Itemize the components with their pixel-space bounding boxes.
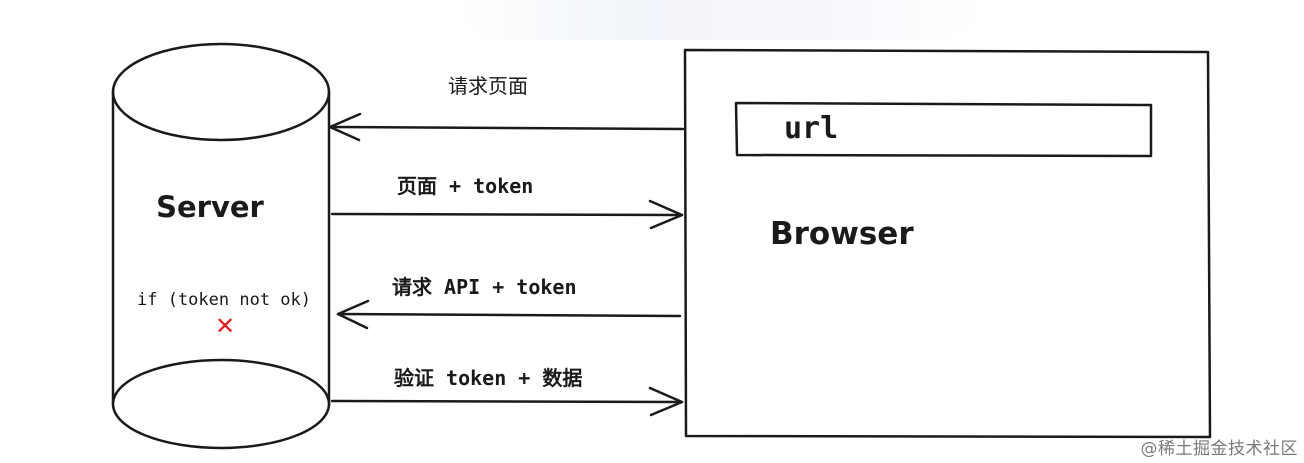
arrow-label-page-token: 页面 + token [397, 174, 533, 198]
server-cylinder-top [111, 42, 331, 142]
browser-window [683, 48, 1212, 439]
server-condition: if (token not ok) [137, 290, 311, 310]
arrow-label-request-api: 请求 API + token [392, 275, 577, 299]
background-decoration [460, 0, 980, 40]
arrow-request-page [328, 112, 685, 142]
arrow-label-request-page: 请求页面 [448, 74, 528, 98]
server-cylinder-bottom [111, 358, 331, 450]
arrow-page-token [330, 199, 684, 230]
watermark: @稀土掘金技术社区 [1140, 439, 1298, 459]
url-bar-text: url [784, 111, 838, 146]
server-label: Server [156, 190, 264, 224]
url-bar [734, 101, 1153, 158]
fail-x-icon: ✕ [215, 312, 235, 340]
arrow-verify-data [330, 386, 684, 417]
browser-frame [683, 48, 1212, 439]
server-cylinder [111, 42, 331, 450]
arrow-request-api [336, 299, 682, 330]
browser-label: Browser [770, 216, 914, 252]
arrow-label-verify-data: 验证 token + 数据 [394, 366, 582, 390]
